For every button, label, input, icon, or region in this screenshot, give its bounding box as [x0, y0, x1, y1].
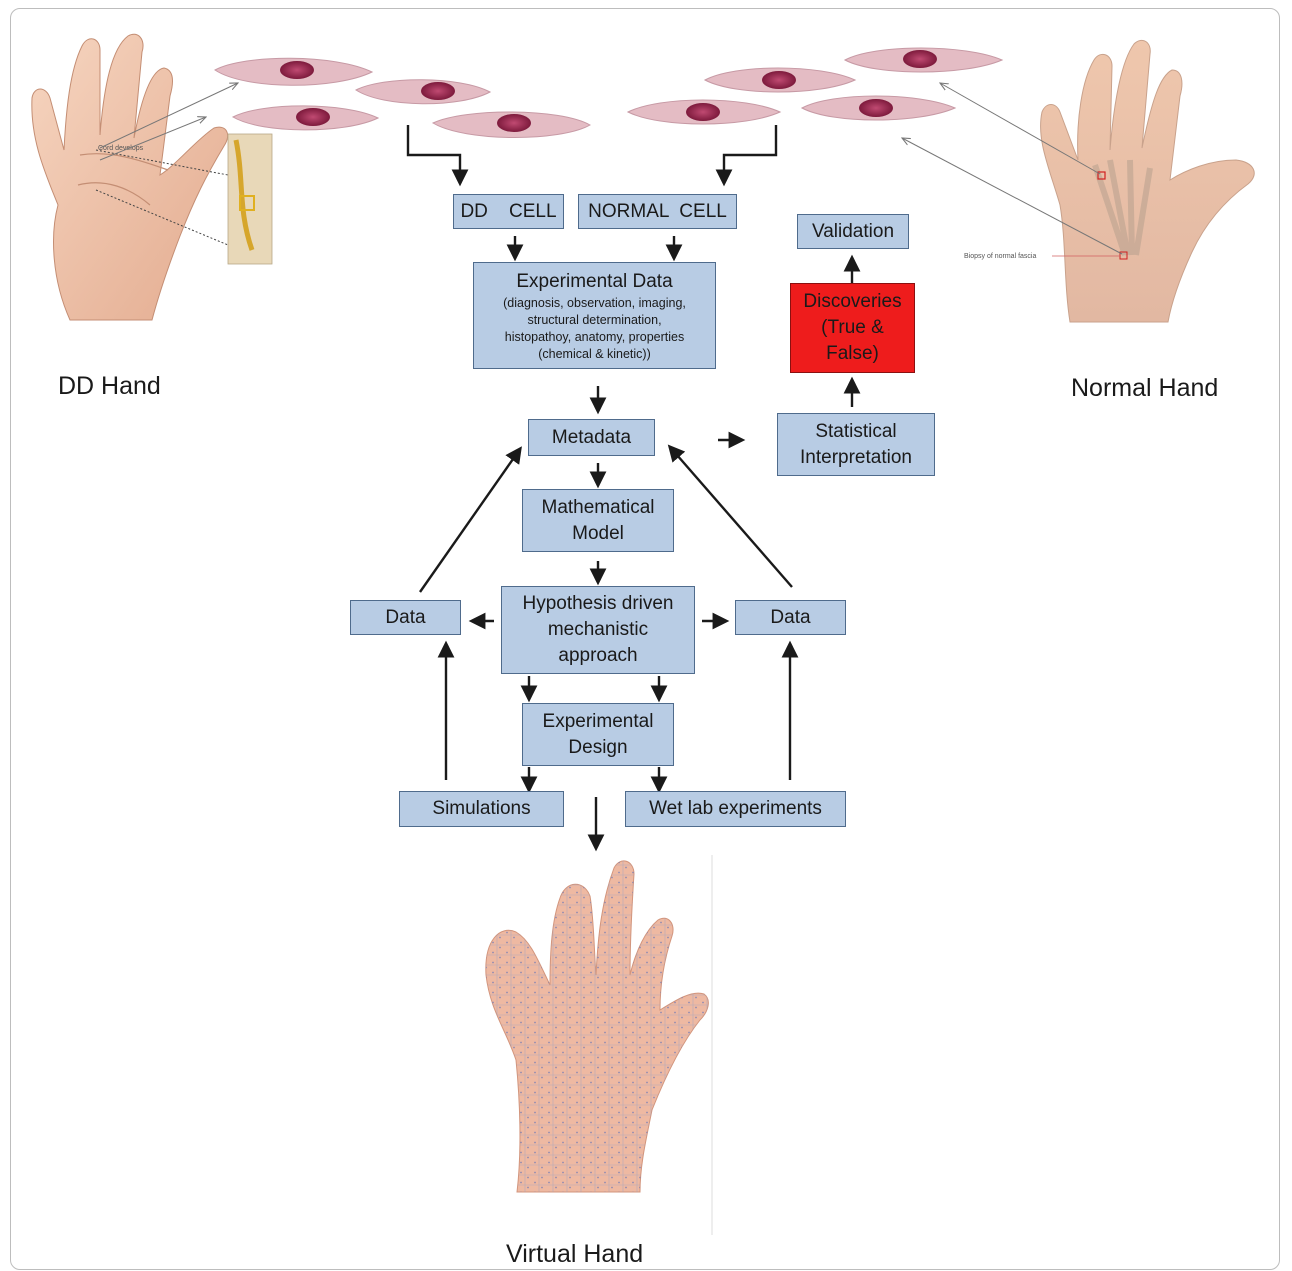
validation-box: Validation [797, 214, 909, 249]
metadata-label: Metadata [551, 426, 632, 448]
experimental-data-detail-1: (diagnosis, observation, imaging, [503, 295, 686, 310]
metadata-box: Metadata [528, 419, 655, 456]
validation-label: Validation [811, 220, 895, 242]
dd-hand-caption: DD Hand [58, 372, 161, 400]
experimental-data-title: Experimental Data [516, 270, 673, 292]
normal-cell-label: NORMAL CELL [588, 200, 727, 222]
dd-cell-label: DD CELL [460, 200, 557, 222]
dd-hand-illustration: Cord develops [31, 33, 273, 321]
experimental-data-detail-4: (chemical & kinetic)) [538, 346, 651, 361]
cord-develops-label: Cord develops [98, 145, 144, 152]
hypothesis-line-3: approach [558, 645, 638, 666]
dd-cell-box: DD CELL [453, 194, 564, 229]
hypothesis-line-2: mechanistic [547, 619, 649, 640]
hypothesis-box: Hypothesis driven mechanistic approach [501, 586, 695, 674]
math-model-line-2: Model [572, 522, 624, 544]
mathematical-model-box: Mathematical Model [522, 489, 674, 552]
statistical-line-1: Statistical [815, 420, 897, 442]
exp-design-line-2: Design [568, 736, 628, 758]
data-left-box: Data [350, 600, 461, 635]
figure-frame [10, 8, 1280, 1270]
data-right-box: Data [735, 600, 846, 635]
simulations-box: Simulations [399, 791, 564, 827]
wet-lab-label: Wet lab experiments [649, 798, 822, 819]
virtual-hand-illustration [485, 855, 713, 1235]
discoveries-line-1: Discoveries [803, 291, 902, 312]
normal-hand-caption: Normal Hand [1071, 374, 1219, 402]
statistical-interpretation-box: Statistical Interpretation [777, 413, 935, 476]
biopsy-label: Biopsy of normal fascia [964, 253, 1036, 260]
experimental-data-detail-2: structural determination, [527, 312, 662, 327]
math-model-line-1: Mathematical [541, 496, 655, 518]
experimental-design-box: Experimental Design [522, 703, 674, 766]
data-right-label: Data [770, 606, 811, 628]
experimental-data-detail-3: histopathoy, anatomy, properties [504, 329, 685, 344]
normal-hand-illustration: Biopsy of normal fascia [902, 39, 1255, 323]
simulations-label: Simulations [432, 798, 531, 819]
normal-cell-box: NORMAL CELL [578, 194, 737, 229]
hypothesis-line-1: Hypothesis driven [522, 593, 674, 614]
discoveries-line-3: False) [826, 343, 879, 364]
exp-design-line-1: Experimental [542, 710, 654, 732]
wet-lab-box: Wet lab experiments [625, 791, 846, 827]
normal-cells [626, 47, 1004, 125]
flow-arrows [406, 125, 861, 852]
dd-cells [214, 57, 592, 138]
discoveries-line-2: (True & [821, 317, 884, 338]
discoveries-box: Discoveries (True & False) [790, 283, 915, 373]
statistical-line-2: Interpretation [800, 446, 912, 468]
data-left-label: Data [385, 606, 426, 628]
virtual-hand-caption: Virtual Hand [506, 1240, 644, 1268]
experimental-data-box: Experimental Data (diagnosis, observatio… [473, 262, 716, 369]
